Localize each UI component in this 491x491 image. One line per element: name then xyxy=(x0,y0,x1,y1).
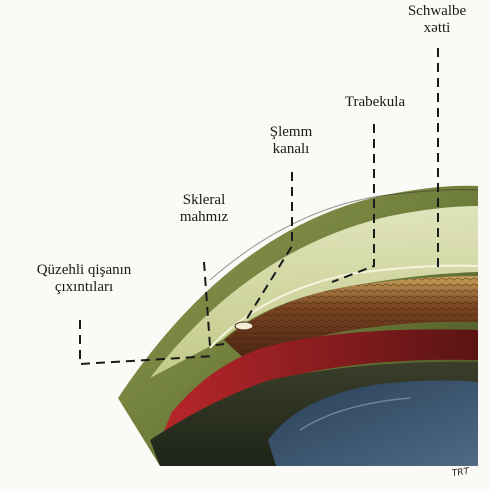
label-slemm-line-2: kanalı xyxy=(248,141,334,158)
label-schwalbe-line-1: Schwalbe xyxy=(392,3,482,20)
label-skleral-line-2: mahmız xyxy=(160,209,248,226)
label-quzehli-line-2: çıxıntıları xyxy=(14,279,154,296)
label-schwalbe-line-2: xətti xyxy=(392,20,482,37)
label-scleral-spur: Skleral mahmız xyxy=(160,192,248,226)
label-iris-processes: Qüzehli qişanın çıxıntıları xyxy=(14,262,154,296)
label-slemm-canal: Şlemm kanalı xyxy=(248,124,334,158)
label-trabekula: Trabekula xyxy=(330,94,420,111)
label-slemm-line-1: Şlemm xyxy=(248,124,334,141)
label-trabekula-line-1: Trabekula xyxy=(330,94,420,111)
schlemm-canal xyxy=(235,322,253,330)
label-skleral-line-1: Skleral xyxy=(160,192,248,209)
label-schwalbe-line: Schwalbe xətti xyxy=(392,3,482,37)
label-quzehli-line-1: Qüzehli qişanın xyxy=(14,262,154,279)
